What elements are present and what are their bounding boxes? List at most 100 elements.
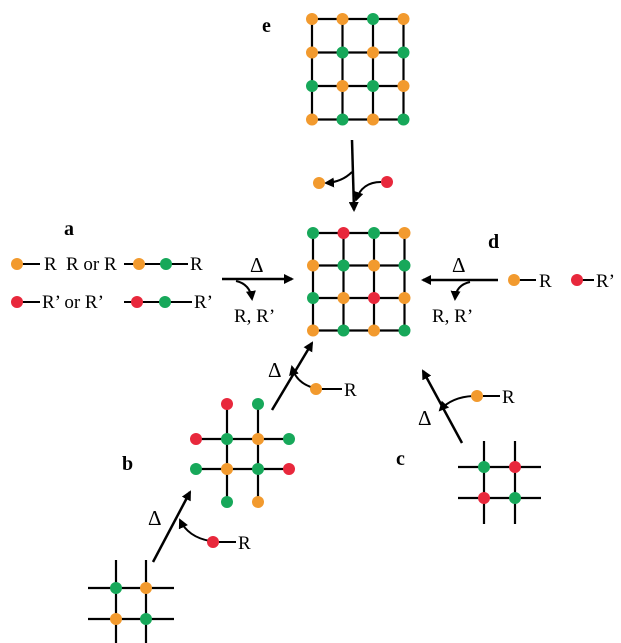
orange-node bbox=[252, 496, 264, 508]
green-node bbox=[307, 292, 319, 304]
panel-a-reagents: R R or R R R’ or R’ R’ bbox=[11, 254, 213, 313]
orange-node bbox=[313, 177, 325, 189]
delta-a: Δ bbox=[250, 253, 264, 277]
green-node bbox=[306, 80, 318, 92]
orange-node bbox=[307, 324, 319, 337]
arrow-a: Δ R, R’ bbox=[222, 253, 294, 327]
green-node bbox=[110, 582, 122, 594]
grid-center-product bbox=[307, 227, 411, 337]
green-node bbox=[367, 80, 379, 92]
red-node bbox=[11, 296, 23, 308]
orange-node bbox=[508, 274, 520, 286]
orange-node bbox=[398, 227, 411, 239]
orange-node bbox=[368, 324, 380, 337]
label-a: a bbox=[64, 218, 74, 240]
green-node bbox=[337, 259, 350, 272]
orange-node bbox=[337, 292, 350, 304]
arrow-b-upper: Δ R bbox=[268, 341, 357, 411]
grid-b-intermediate bbox=[190, 398, 295, 508]
green-node bbox=[336, 46, 349, 59]
red-node bbox=[207, 536, 219, 548]
a-row2-r: R’ or R’ bbox=[42, 292, 104, 313]
orange-node bbox=[368, 259, 380, 272]
orange-node bbox=[310, 383, 322, 395]
delta-b-lower: Δ bbox=[148, 506, 162, 530]
orange-node bbox=[397, 13, 410, 25]
green-node bbox=[367, 13, 379, 25]
orange-node bbox=[306, 113, 318, 126]
label-e: e bbox=[262, 15, 271, 37]
orange-node bbox=[133, 258, 145, 270]
label-c: c bbox=[396, 448, 405, 470]
red-node bbox=[368, 292, 380, 304]
b-reagent-lower: R bbox=[238, 533, 251, 554]
red-node bbox=[221, 398, 233, 410]
a-row2-r2: R’ bbox=[194, 292, 213, 313]
green-node bbox=[478, 461, 490, 473]
green-node bbox=[509, 492, 521, 504]
a-row1-r2: R bbox=[190, 254, 203, 275]
a-row1-r: R bbox=[44, 254, 57, 275]
orange-node bbox=[306, 13, 318, 25]
orange-node bbox=[307, 259, 319, 272]
arrow-c: Δ R bbox=[418, 369, 515, 444]
red-node bbox=[190, 433, 202, 445]
a-row1-or: R or R bbox=[66, 254, 117, 275]
leaving-a: R, R’ bbox=[234, 306, 275, 327]
arrow-e bbox=[313, 139, 393, 212]
orange-node bbox=[306, 46, 318, 59]
orange-node bbox=[11, 258, 23, 270]
green-node bbox=[337, 324, 350, 337]
green-node bbox=[160, 258, 172, 270]
d-reagent-r: R bbox=[539, 271, 552, 292]
arrow-b-lower: Δ R bbox=[148, 490, 251, 563]
c-reagent: R bbox=[502, 387, 515, 408]
green-node bbox=[190, 463, 202, 475]
green-node bbox=[397, 113, 410, 126]
green-node bbox=[252, 463, 264, 475]
red-node bbox=[571, 274, 583, 286]
red-node bbox=[283, 463, 295, 475]
orange-node bbox=[336, 80, 349, 92]
green-node bbox=[307, 227, 319, 239]
green-node bbox=[140, 613, 152, 625]
green-node bbox=[398, 324, 411, 337]
green-node bbox=[283, 433, 295, 445]
delta-d: Δ bbox=[452, 253, 466, 277]
red-node bbox=[509, 461, 521, 473]
delta-c: Δ bbox=[418, 406, 432, 430]
red-node bbox=[131, 296, 143, 308]
red-node bbox=[478, 492, 490, 504]
orange-node bbox=[397, 80, 410, 92]
orange-node bbox=[398, 292, 411, 304]
green-node bbox=[397, 46, 410, 59]
green-node bbox=[336, 113, 349, 126]
orange-node bbox=[110, 613, 122, 625]
grid-b-start bbox=[88, 560, 174, 643]
red-node bbox=[381, 176, 393, 188]
green-node bbox=[398, 259, 411, 272]
green-node bbox=[159, 296, 171, 308]
orange-node bbox=[471, 390, 483, 402]
orange-node bbox=[140, 582, 152, 594]
green-node bbox=[252, 398, 264, 410]
orange-node bbox=[367, 46, 379, 59]
green-node bbox=[221, 496, 233, 508]
b-reagent-upper: R bbox=[344, 380, 357, 401]
arrow-d: Δ R, R’ R R’ bbox=[421, 253, 615, 327]
orange-node bbox=[336, 13, 349, 25]
label-b: b bbox=[122, 453, 133, 475]
d-reagent-r2: R’ bbox=[596, 271, 615, 292]
delta-b-upper: Δ bbox=[268, 358, 282, 382]
grid-c-start bbox=[458, 441, 541, 524]
label-d: d bbox=[488, 231, 499, 253]
leaving-d: R, R’ bbox=[432, 306, 473, 327]
grid-e-top bbox=[306, 13, 410, 126]
orange-node bbox=[252, 433, 264, 445]
green-node bbox=[368, 227, 380, 239]
orange-node bbox=[221, 463, 233, 475]
orange-node bbox=[367, 113, 379, 126]
green-node bbox=[221, 433, 233, 445]
